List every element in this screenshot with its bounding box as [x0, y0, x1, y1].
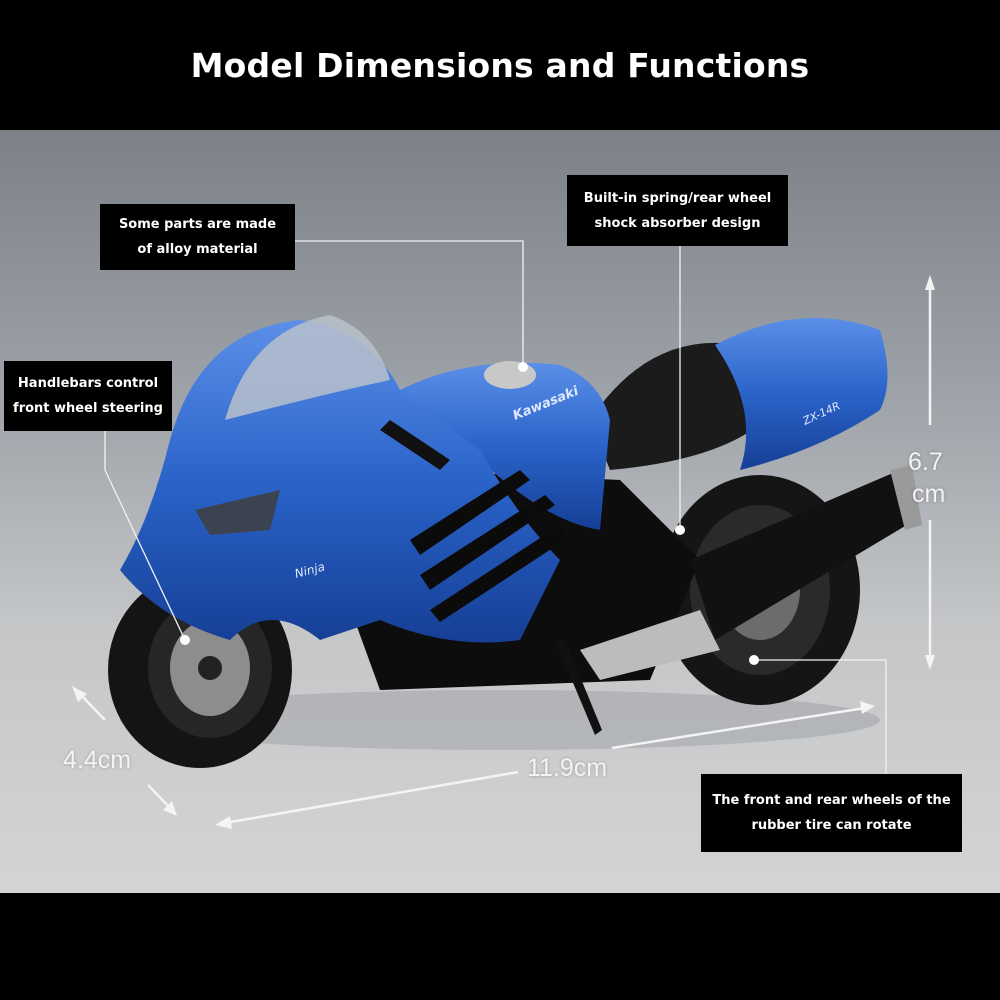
motorcycle-illustration: Kawasaki Ninja ZX-14R: [72, 240, 935, 829]
tail-fairing: [715, 318, 888, 470]
product-photo: Kawasaki Ninja ZX-14R 6.7 cm 11.9cm 4.4c…: [0, 130, 1000, 893]
callout-handlebars-line1: Handlebars control: [17, 376, 159, 391]
header-banner: Model Dimensions and Functions: [0, 0, 1000, 130]
callout-spring: Built-in spring/rear wheel shock absorbe…: [567, 175, 788, 246]
dimension-arrows: [72, 275, 935, 829]
callout-wheels-line2: rubber tire can rotate: [751, 818, 912, 833]
callout-alloy-line2: of alloy material: [137, 242, 258, 257]
side-vents: [410, 470, 568, 622]
height-value: 6.7: [908, 448, 943, 476]
length-label: 11.9cm: [527, 754, 608, 782]
leader-lines: [104, 240, 887, 774]
width-label: 4.4cm: [63, 746, 132, 774]
page-title: Model Dimensions and Functions: [190, 45, 810, 85]
callout-wheels-line1: The front and rear wheels of the: [712, 793, 951, 808]
front-wheel: [108, 572, 292, 768]
callout-spring-line2: shock absorber design: [594, 215, 761, 231]
height-unit: cm: [912, 480, 946, 508]
kickstand: [555, 640, 602, 735]
footer-band: [0, 893, 1000, 1000]
callout-handlebars: Handlebars control front wheel steering: [4, 361, 172, 431]
leader-dots: [180, 362, 759, 665]
fuel-tank: [400, 362, 610, 530]
callout-alloy: Some parts are made of alloy material: [100, 204, 295, 270]
windshield: [225, 315, 390, 420]
callout-spring-line1: Built-in spring/rear wheel: [583, 190, 772, 206]
callout-wheels: The front and rear wheels of the rubber …: [701, 774, 962, 852]
callout-handlebars-line2: front wheel steering: [13, 401, 163, 416]
handlebar: [380, 420, 450, 470]
fuel-cap: [484, 361, 536, 389]
exhaust-pipe: [580, 465, 922, 680]
seat: [590, 342, 768, 470]
callout-alloy-line1: Some parts are made: [118, 217, 277, 232]
headlight: [195, 490, 280, 535]
